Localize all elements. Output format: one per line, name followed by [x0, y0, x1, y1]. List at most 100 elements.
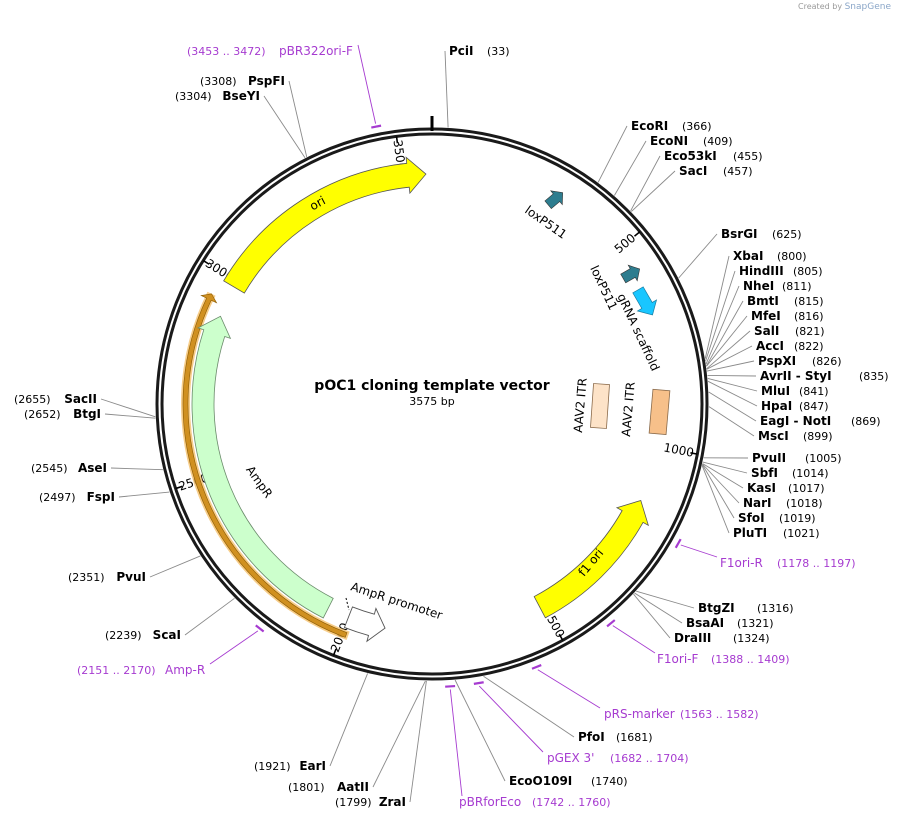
site-pspfi-name[interactable]: PspFI — [248, 74, 285, 88]
site-asei-name[interactable]: AseI — [78, 461, 107, 475]
leader-nhei — [705, 285, 740, 365]
site-pspfi-position: (3308) — [200, 75, 237, 88]
feature-loxp511-a-label: loxP511 — [522, 203, 569, 242]
site-draiii-name[interactable]: DraIII — [674, 631, 711, 645]
tick-1500 — [558, 633, 564, 641]
leader-eco53ki — [630, 155, 661, 212]
site-sbfi-name[interactable]: SbfI — [751, 466, 778, 480]
site-ecoo109i-name[interactable]: EcoO109I — [509, 774, 572, 788]
site-bseyi-name[interactable]: BseYI — [222, 89, 260, 103]
site-eari-name[interactable]: EarI — [299, 759, 326, 773]
site-pluti-name[interactable]: PluTI — [733, 526, 767, 540]
site-pcii-name[interactable]: PciI — [449, 44, 474, 58]
site-sfoi-name[interactable]: SfoI — [738, 511, 765, 525]
leader-ecori — [597, 125, 628, 183]
feature-ampr-promoter[interactable] — [343, 606, 386, 643]
site-mlui-name[interactable]: MluI — [761, 384, 790, 398]
primer-pgex-3-name[interactable]: pGEX 3' — [547, 751, 594, 765]
site-nari-name[interactable]: NarI — [743, 496, 772, 510]
feature-loxp511-a[interactable] — [542, 186, 568, 212]
site-hindiii-name[interactable]: HindIII — [739, 264, 784, 278]
primer-amp-r-mark[interactable] — [255, 624, 265, 633]
primer-prs-marker-name[interactable]: pRS-marker — [604, 707, 675, 721]
leader-nari — [702, 463, 740, 504]
feature-aav2-itr-a[interactable] — [590, 383, 610, 429]
leader-acci — [706, 345, 753, 370]
site-aatii-name[interactable]: AatII — [337, 780, 369, 794]
primer-pbrforeco-mark[interactable] — [445, 684, 456, 688]
site-scai-name[interactable]: ScaI — [153, 628, 181, 642]
primer-pgex-3-mark[interactable] — [473, 681, 484, 685]
site-pfoi-position: (1681) — [616, 731, 653, 744]
site-ecoo109i-position: (1740) — [591, 775, 628, 788]
site-pspxi-name[interactable]: PspXI — [758, 354, 796, 368]
tick-label-1000: 1000 — [662, 440, 695, 459]
site-ecori-name[interactable]: EcoRI — [631, 119, 668, 133]
site-zrai-name[interactable]: ZraI — [379, 795, 406, 809]
backbone-inner — [160, 132, 704, 676]
feature-ampr[interactable] — [191, 315, 334, 619]
site-pvuii-name[interactable]: PvuII — [752, 451, 786, 465]
primer-f1ori-r-name[interactable]: F1ori-R — [720, 556, 763, 570]
leader-sali — [706, 330, 751, 370]
leader-kasi — [702, 463, 744, 489]
feature-aav2-itr-b-label: AAV2 ITR — [619, 381, 638, 437]
site-mfei-position: (816) — [794, 310, 824, 323]
tick-500 — [633, 231, 641, 237]
primer-pbr322ori-f-mark[interactable] — [371, 124, 382, 129]
site-sacii-name[interactable]: SacII — [64, 392, 97, 406]
promoter-dotted-marker — [345, 597, 350, 611]
site-eco53ki-name[interactable]: Eco53kI — [664, 149, 717, 163]
tick-2500 — [175, 485, 183, 490]
site-bsaai-name[interactable]: BsaAI — [686, 616, 724, 630]
site-sali-name[interactable]: SalI — [754, 324, 779, 338]
site-pcii-position: (33) — [487, 45, 510, 58]
site-bmti-position: (815) — [794, 295, 824, 308]
leader-econi — [614, 140, 647, 196]
site-fspi-name[interactable]: FspI — [87, 490, 115, 504]
primer-f1ori-r-range: (1178 .. 1197) — [777, 557, 856, 570]
leader-saci — [630, 170, 676, 212]
site-xbai-position: (800) — [777, 250, 807, 263]
leader-bseyi — [263, 95, 306, 159]
site-eagi-noti-name[interactable]: EagI - NotI — [760, 414, 831, 428]
leader-btgi — [104, 413, 156, 419]
site-nhei-name[interactable]: NheI — [743, 279, 774, 293]
site-btgi-name[interactable]: BtgI — [73, 407, 101, 421]
site-bsrgi-position: (625) — [772, 228, 802, 241]
site-econi-name[interactable]: EcoNI — [650, 134, 688, 148]
primer-f1ori-f-mark[interactable] — [606, 619, 616, 628]
site-msci-name[interactable]: MscI — [758, 429, 789, 443]
site-btgzi-name[interactable]: BtgZI — [698, 601, 735, 615]
leader-asei — [110, 467, 163, 471]
leader-draiii — [633, 593, 671, 639]
site-avrii-styi-name[interactable]: AvrII - StyI — [760, 369, 832, 383]
feature-aav2-itr-b[interactable] — [648, 388, 671, 436]
feature-loxp511-b[interactable] — [619, 261, 644, 286]
site-bsrgi-name[interactable]: BsrGI — [721, 227, 758, 241]
feature-grna-scaffold[interactable] — [628, 284, 662, 320]
snapgene-credit: Created by SnapGene — [798, 2, 891, 12]
site-acci-name[interactable]: AccI — [756, 339, 784, 353]
site-saci-name[interactable]: SacI — [679, 164, 707, 178]
site-mfei-name[interactable]: MfeI — [751, 309, 781, 323]
primer-pgex-3-range: (1682 .. 1704) — [610, 752, 689, 765]
site-xbai-name[interactable]: XbaI — [733, 249, 763, 263]
site-kasi-name[interactable]: KasI — [747, 481, 776, 495]
primer-pbrforeco-name[interactable]: pBRforEco — [459, 795, 521, 809]
primer-pbr322ori-f-name[interactable]: pBR322ori-F — [279, 44, 353, 58]
leader-sbfi — [702, 461, 748, 474]
site-pfoi-name[interactable]: PfoI — [578, 730, 605, 744]
primer-f1ori-f-name[interactable]: F1ori-F — [657, 652, 698, 666]
feature-f1-ori[interactable] — [533, 499, 649, 619]
tick-1000 — [690, 452, 698, 455]
primer-f1ori-r-mark[interactable] — [674, 538, 682, 549]
leader-pcii — [444, 50, 449, 128]
site-pvui-name[interactable]: PvuI — [116, 570, 146, 584]
site-hpai-name[interactable]: HpaI — [761, 399, 792, 413]
site-bmti-name[interactable]: BmtI — [747, 294, 779, 308]
feature-ori[interactable] — [223, 156, 427, 294]
primer-prs-marker-mark[interactable] — [531, 664, 542, 670]
primer-amp-r-name[interactable]: Amp-R — [165, 663, 205, 677]
